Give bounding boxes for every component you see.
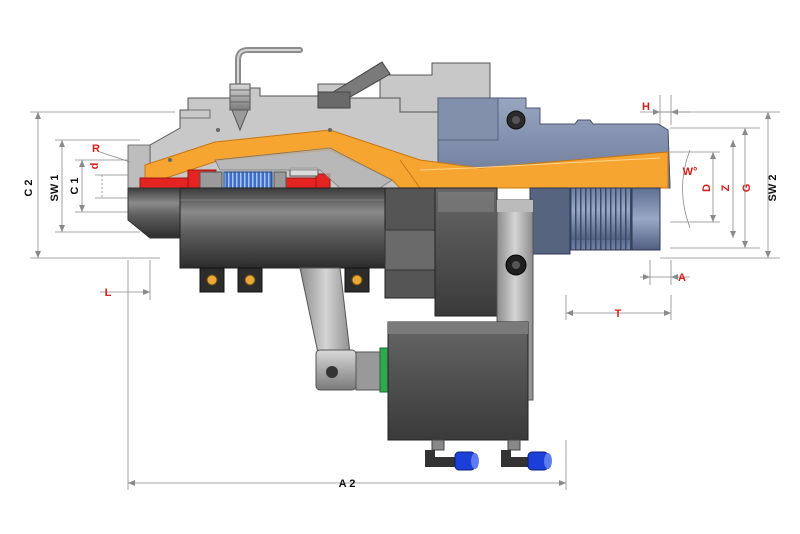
threaded-spindle <box>569 187 633 251</box>
chuck-body-upper-section <box>127 62 671 189</box>
chuck-body-lower-exterior <box>127 187 661 317</box>
dimension-lines <box>30 95 780 490</box>
blue-hose-fittings <box>425 450 552 471</box>
label-sw1: SW 1 <box>49 175 61 202</box>
label-a: A <box>678 272 686 284</box>
label-h: H <box>642 101 650 113</box>
label-a2: A 2 <box>339 478 356 490</box>
label-d-small: d <box>89 163 101 170</box>
label-c1: C 1 <box>69 177 81 194</box>
dimension-labels: C 2 SW 1 C 1 d R L A 2 H W° D Z G SW 2 A… <box>23 101 779 490</box>
valve-block <box>387 321 529 451</box>
main-cylinder <box>179 187 386 269</box>
blue-spring <box>223 171 273 189</box>
dimension-arrowheads <box>35 109 771 486</box>
label-z: Z <box>720 184 732 191</box>
r-leader-line <box>99 151 131 163</box>
label-r: R <box>92 143 100 155</box>
label-sw2: SW 2 <box>767 175 779 202</box>
support-arm <box>299 267 389 393</box>
bleed-screw-with-key <box>229 47 303 132</box>
label-l: L <box>105 287 112 299</box>
bottom-clamps <box>199 267 370 293</box>
lever-handle <box>317 61 391 109</box>
label-w: W° <box>683 166 698 178</box>
label-t: T <box>615 308 622 320</box>
label-d-big: D <box>701 184 713 192</box>
label-c2: C 2 <box>23 179 35 196</box>
label-g: G <box>741 184 753 193</box>
